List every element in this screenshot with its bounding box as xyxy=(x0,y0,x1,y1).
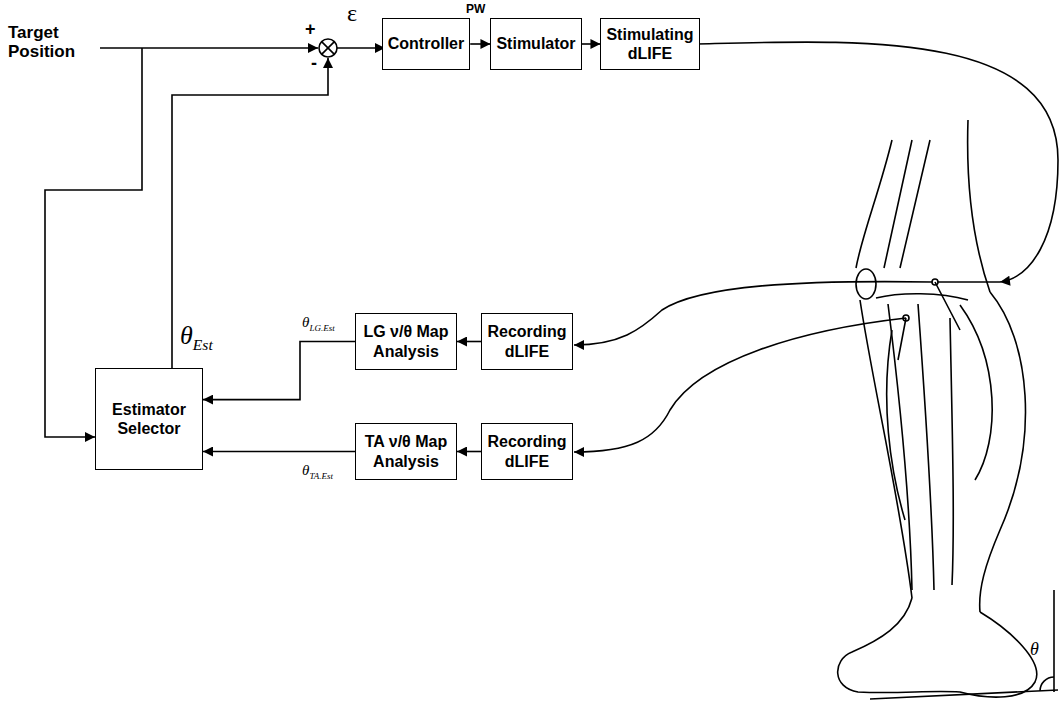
signal-label: θTA.Est xyxy=(302,462,333,482)
leg-illustration xyxy=(838,120,1058,699)
recording-box: Recording dLIFE xyxy=(481,423,573,480)
controller-box: Controller xyxy=(382,18,470,70)
patella xyxy=(856,269,876,299)
box-text: LG ν/θ Map Analysis xyxy=(360,322,452,360)
junction-cross xyxy=(322,42,335,55)
femur xyxy=(884,140,930,268)
signal-label: PW xyxy=(466,3,485,16)
input-label: Target Position xyxy=(8,24,100,61)
fibula xyxy=(950,318,953,585)
box-text: TA ν/θ Map Analysis xyxy=(360,432,452,470)
recording-box: Recording dLIFE xyxy=(481,313,573,370)
stimulating-wire xyxy=(697,42,1058,282)
box-text: Recording dLIFE xyxy=(486,432,568,470)
signal-connector xyxy=(582,43,601,45)
stimulator-box: Stimulator xyxy=(490,18,581,70)
signal-connector xyxy=(457,341,481,343)
electrode-box: Stimulating dLIFE xyxy=(600,18,699,70)
selector-box: Estimator Selector xyxy=(95,368,203,470)
box-text: Stimulator xyxy=(496,34,575,53)
sign-label: - xyxy=(311,54,317,74)
tibia xyxy=(888,304,934,590)
box-text: Recording dLIFE xyxy=(486,322,568,360)
angle-arc xyxy=(1040,677,1054,691)
knee-joint xyxy=(876,294,968,300)
box-text: Stimulating dLIFE xyxy=(605,25,694,63)
feedback-line xyxy=(172,58,328,368)
box-text: Controller xyxy=(388,34,464,53)
box-text: Estimator Selector xyxy=(100,400,198,438)
signal-connector xyxy=(203,342,355,400)
signal-connector xyxy=(457,451,481,453)
error-line xyxy=(337,47,385,49)
signal-label: θLG.Est xyxy=(302,314,335,334)
thigh-outline xyxy=(856,140,892,268)
foot-axis xyxy=(870,690,1058,699)
summing-junction xyxy=(319,39,337,57)
recording-wire xyxy=(574,318,906,452)
thigh-outline xyxy=(968,120,990,292)
signal-label: θEst xyxy=(180,322,213,353)
electrode-lead xyxy=(898,282,1000,360)
angle-label: θ xyxy=(1030,640,1039,660)
recording-wire xyxy=(574,282,932,345)
signal-label: ε xyxy=(347,0,357,26)
sign-label: + xyxy=(305,20,316,40)
map-analysis-box: LG ν/θ Map Analysis xyxy=(355,313,457,370)
map-analysis-box: TA ν/θ Map Analysis xyxy=(355,423,457,480)
lg-muscle xyxy=(960,305,992,480)
target-line xyxy=(100,47,318,49)
ta-muscle xyxy=(887,330,905,520)
signal-connector xyxy=(203,451,355,453)
signal-connector xyxy=(470,43,490,45)
foot-outline xyxy=(838,598,1037,697)
